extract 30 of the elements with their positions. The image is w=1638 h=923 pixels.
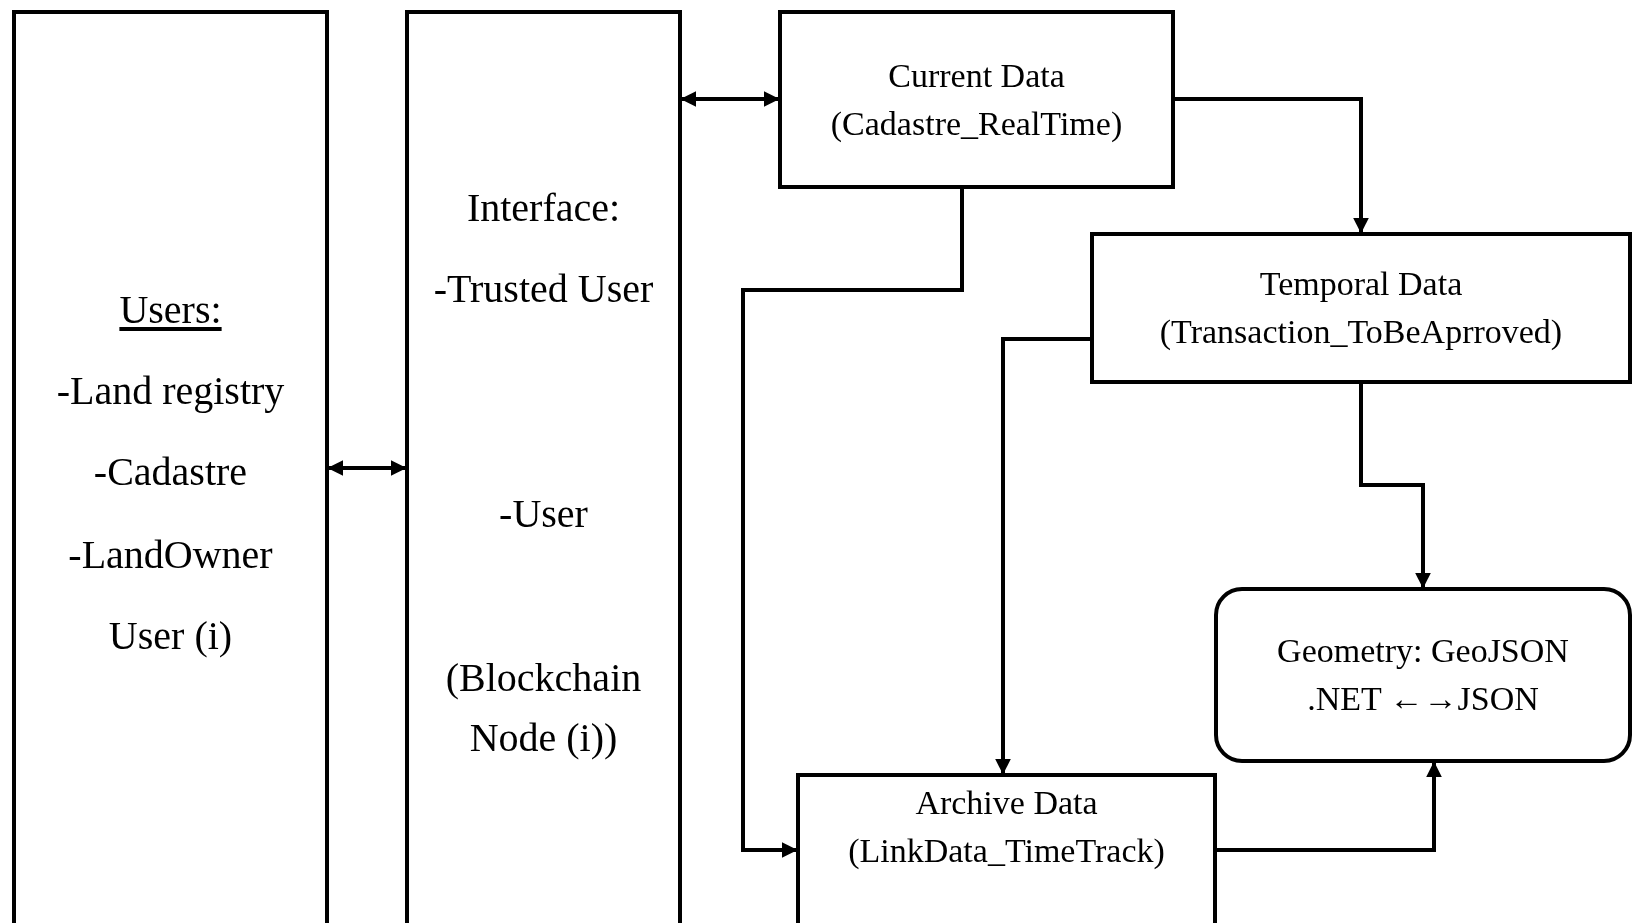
- node-text: Current Data: [888, 55, 1065, 96]
- node-text: -User: [498, 490, 589, 538]
- node-text: (Cadastre_RealTime): [830, 103, 1123, 144]
- node-text: -Trusted User: [432, 265, 655, 313]
- data-box: [778, 10, 1175, 189]
- data-box: [796, 773, 1217, 923]
- column-box: [12, 10, 329, 923]
- node-text: .NET ←→JSON: [1307, 679, 1539, 719]
- node-text: (Blockchain Node (i)): [444, 654, 643, 762]
- node-text: Geometry: GeoJSON: [1277, 631, 1569, 671]
- node-text: (LinkData_TimeTrack): [848, 831, 1165, 871]
- node-text: -Cadastre: [92, 448, 249, 496]
- arrow: [1217, 761, 1442, 852]
- heading: Users:: [118, 286, 223, 334]
- arrow: [1175, 97, 1369, 234]
- node-text: -Land registry: [55, 367, 286, 415]
- node-text: -LandOwner: [67, 531, 274, 579]
- rounded-box: [1214, 587, 1632, 763]
- node-text: User (i): [107, 612, 234, 660]
- column-box: [405, 10, 682, 923]
- arrow: [741, 189, 964, 858]
- node-text: Archive Data: [915, 783, 1098, 823]
- arrow: [327, 460, 407, 476]
- arrow: [995, 337, 1090, 775]
- arrow: [1359, 384, 1431, 589]
- node-text: Interface:: [465, 184, 622, 232]
- node-text: Temporal Data: [1259, 264, 1463, 304]
- data-box: [1090, 232, 1632, 384]
- arrow: [680, 91, 780, 107]
- node-text: (Transaction_ToBeAprroved): [1159, 312, 1563, 352]
